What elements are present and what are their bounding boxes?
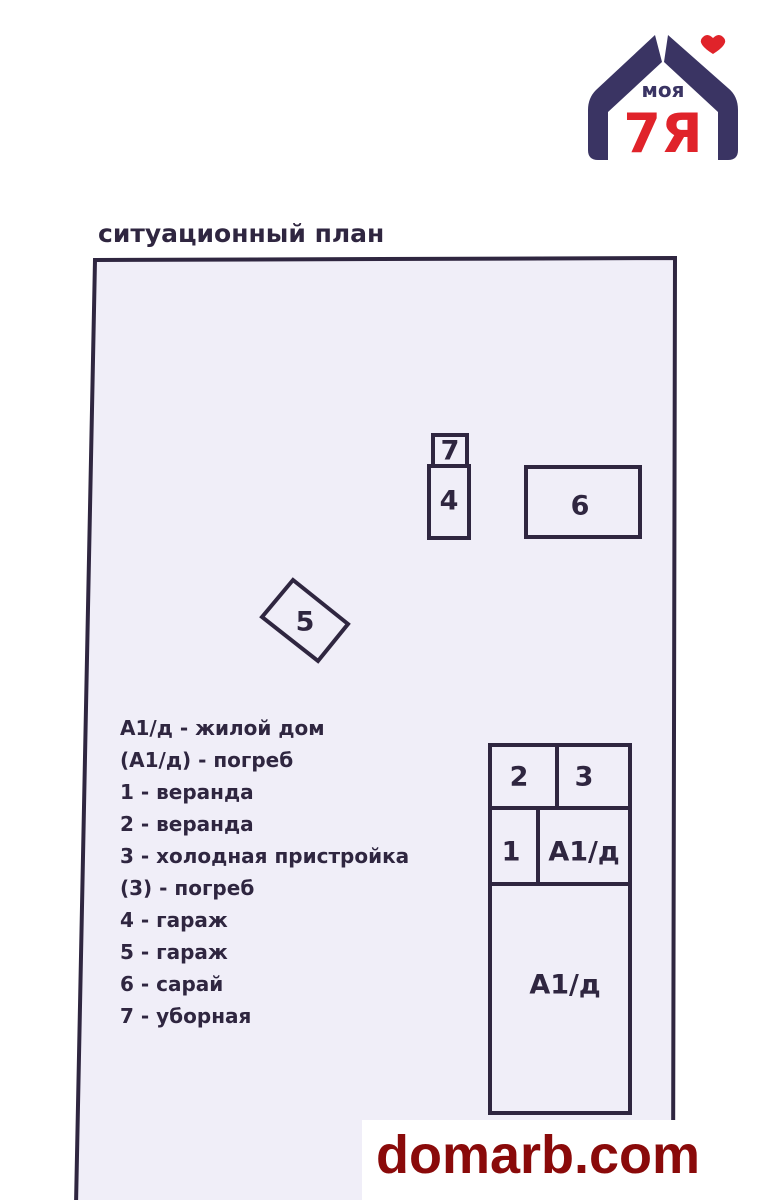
building-6-label: 6 [571,491,590,522]
building-4 [427,464,471,540]
building-5-label: 5 [296,607,315,638]
legend-item: 1 - веранда [120,780,254,804]
building-7-label: 7 [441,436,460,467]
logo: моя 7Я [588,35,738,165]
legend-item: 7 - уборная [120,1004,251,1028]
house-main-label: А1/д [529,970,600,1001]
legend-item: 5 - гараж [120,940,228,964]
house-upper-label: А1/д [548,837,619,868]
legend-item: А1/д - жилой дом [120,716,325,740]
room-2-label: 2 [510,762,529,793]
legend-item: 6 - сарай [120,972,223,996]
building-4-label: 4 [440,486,459,517]
logo-mark: 7Я [623,102,702,165]
watermark-text: domarb.com [376,1125,701,1185]
room-3-label: 3 [575,762,594,793]
legend: А1/д - жилой дом (А1/д) - погреб 1 - вер… [120,716,409,1028]
residential-house [488,743,632,1115]
building-6 [524,465,642,539]
legend-item: (3) - погреб [120,876,254,900]
legend-item: 2 - веранда [120,812,254,836]
logo-text: моя [642,78,685,102]
legend-item: 4 - гараж [120,908,228,932]
legend-item: (А1/д) - погреб [120,748,293,772]
building-5 [259,577,351,664]
plan-title: ситуационный план [98,219,384,248]
watermark: domarb.com [362,1120,700,1200]
room-1-label: 1 [502,837,521,868]
legend-item: 3 - холодная пристройка [120,844,409,868]
